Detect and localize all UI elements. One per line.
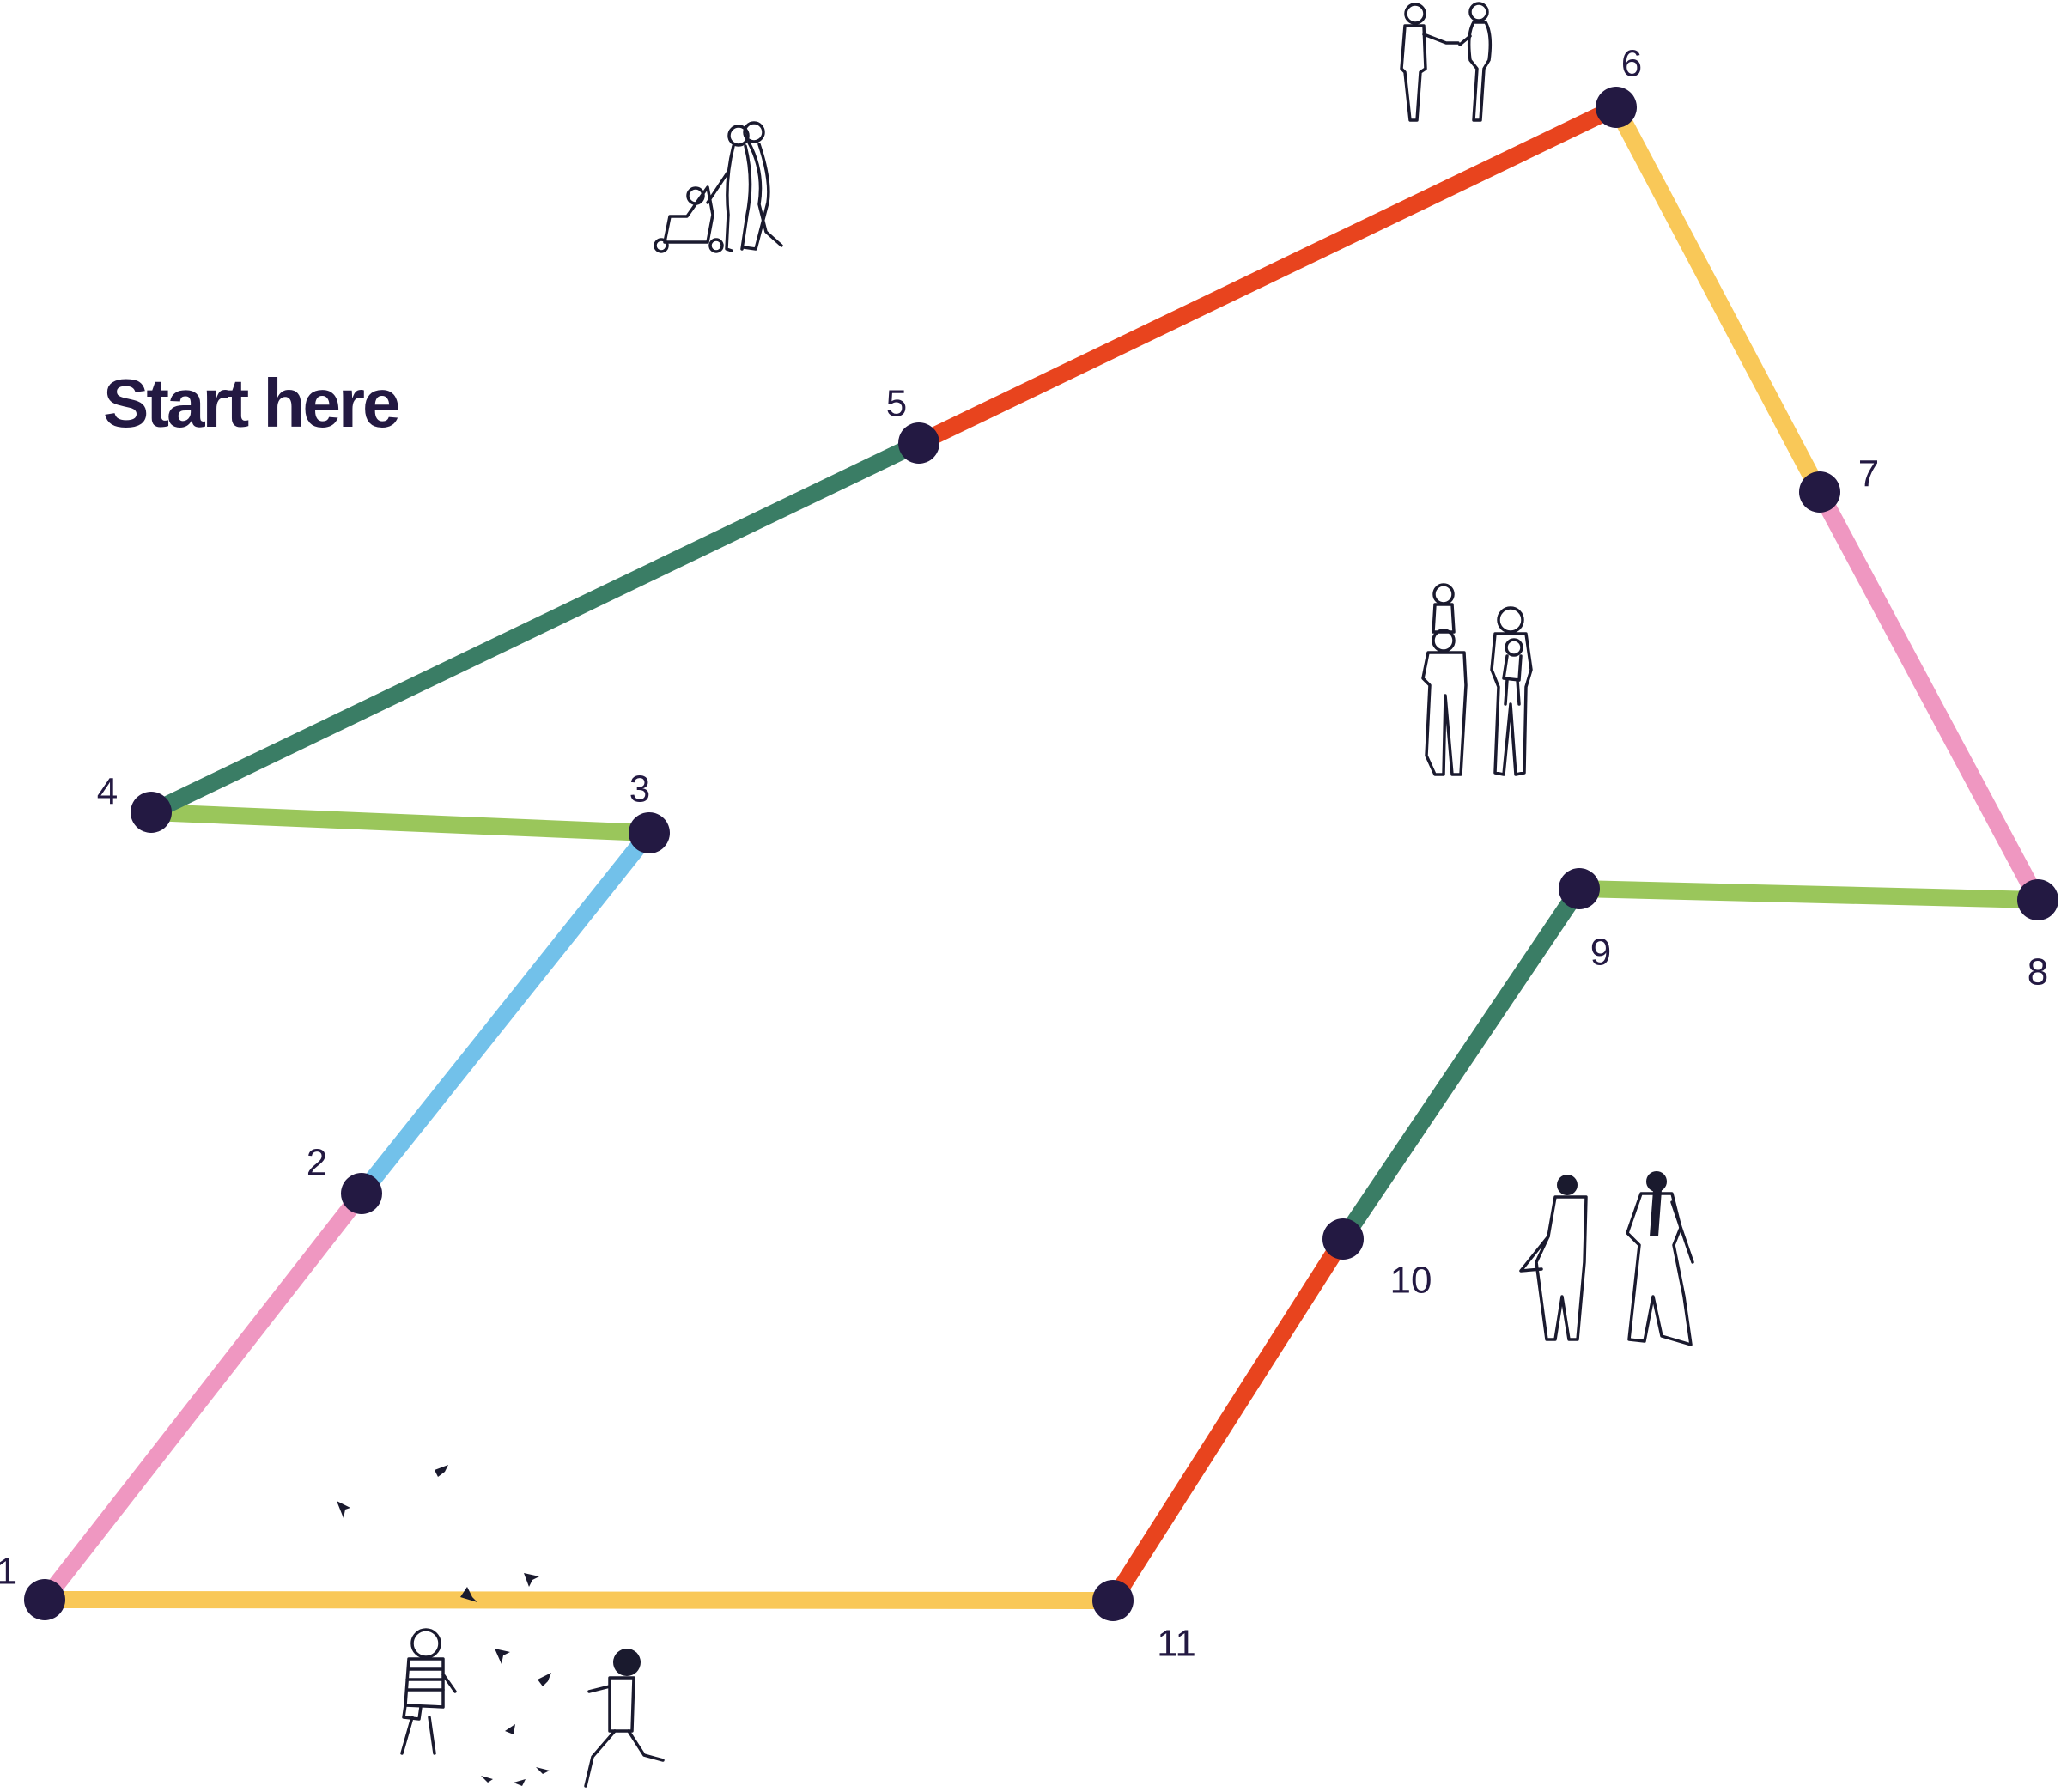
waypoint-label-7: 7 <box>1858 453 1879 495</box>
women-in-saris-icon <box>1519 1171 1694 1346</box>
waypoint-label-4: 4 <box>97 771 118 813</box>
people-shaking-hands-icon <box>1400 2 1493 122</box>
route-segment-7-8 <box>1812 488 2046 904</box>
waypoint-6 <box>1596 87 1637 128</box>
waypoint-label-2: 2 <box>307 1142 327 1184</box>
waypoint-label-1: 1 <box>0 1551 17 1593</box>
waypoint-8 <box>2017 879 2058 920</box>
waypoint-1 <box>24 1579 65 1620</box>
waypoint-7 <box>1799 471 1840 513</box>
waypoint-label-5: 5 <box>886 383 907 425</box>
waypoint-label-9: 9 <box>1590 932 1611 974</box>
route-segment-9-10 <box>1335 884 1587 1244</box>
waypoint-label-8: 8 <box>2028 951 2048 993</box>
waypoint-label-10: 10 <box>1390 1260 1432 1302</box>
waypoint-label-11: 11 <box>1157 1623 1196 1665</box>
children-chasing-birds-icon <box>337 1465 665 1788</box>
people-walking-with-stroller-icon <box>654 121 783 253</box>
route-segment-5-6 <box>915 99 1620 452</box>
route-segment-4-5 <box>147 434 923 821</box>
route-segment-11-1 <box>44 1591 1114 1609</box>
family-with-children-icon <box>1421 583 1533 776</box>
waypoint-label-6: 6 <box>1621 43 1642 85</box>
waypoint-11 <box>1092 1580 1134 1621</box>
route-segment-10-11 <box>1105 1234 1351 1606</box>
waypoint-5 <box>898 422 939 464</box>
waypoint-10 <box>1322 1218 1364 1260</box>
waypoint-label-3: 3 <box>629 768 650 811</box>
route-segment-8-9 <box>1578 880 2039 908</box>
route-waypoints <box>24 87 2058 1621</box>
waypoint-9 <box>1559 868 1600 909</box>
route-segments <box>38 99 2046 1609</box>
route-segment-2-3 <box>355 827 656 1200</box>
waypoint-3 <box>629 812 670 853</box>
waypoint-labels: 1 2 3 4 5 6 7 8 9 10 11 <box>0 43 2048 1665</box>
route-segment-3-4 <box>150 804 650 841</box>
route-segment-1-2 <box>38 1188 368 1606</box>
waypoint-4 <box>131 792 172 833</box>
start-title: Start here <box>103 365 398 441</box>
route-segment-6-7 <box>1608 103 1827 496</box>
waypoint-2 <box>341 1173 382 1214</box>
